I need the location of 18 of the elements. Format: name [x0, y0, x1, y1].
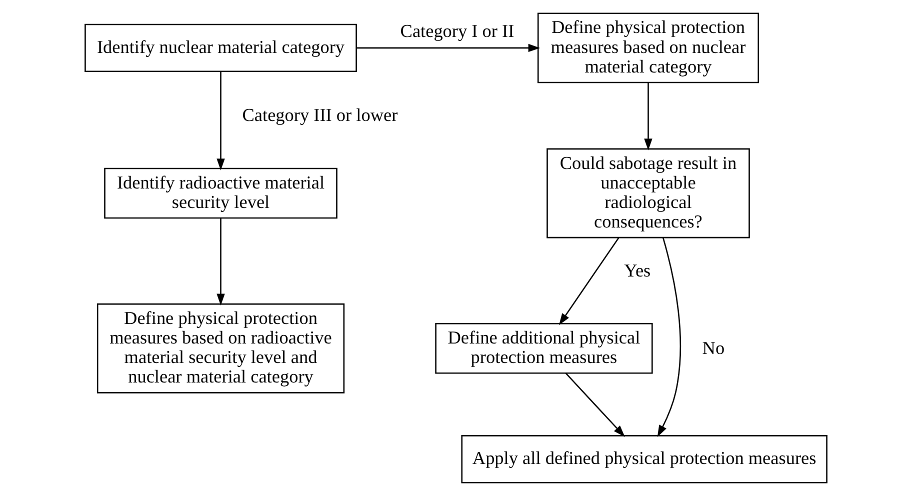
edge-label: Yes — [624, 260, 651, 280]
edge-label: Category I or II — [400, 21, 514, 42]
arrow — [565, 372, 625, 437]
node-box: Could sabotage result in unacceptable radiological consequences? — [546, 148, 750, 238]
edge-label: Category III or lower — [242, 105, 398, 126]
node-box: Define physical protection measures based on nuclear material category — [537, 12, 760, 84]
arrow — [216, 218, 225, 306]
node-box: Define physical protection measures based on radioactive material security level and nuclear material category — [96, 303, 345, 394]
node-box: Define additional physical protection measures — [435, 322, 653, 374]
arrow — [644, 82, 652, 150]
edge-label: No — [702, 338, 725, 358]
arrow — [356, 44, 540, 52]
node-box: Identify radioactive material security level — [104, 168, 338, 219]
arrow — [216, 72, 225, 170]
node-box: Apply all defined physical protection measures — [461, 435, 828, 484]
node-box: Identify nuclear material category — [84, 24, 357, 72]
arrow — [558, 237, 620, 326]
arrow — [657, 238, 682, 437]
